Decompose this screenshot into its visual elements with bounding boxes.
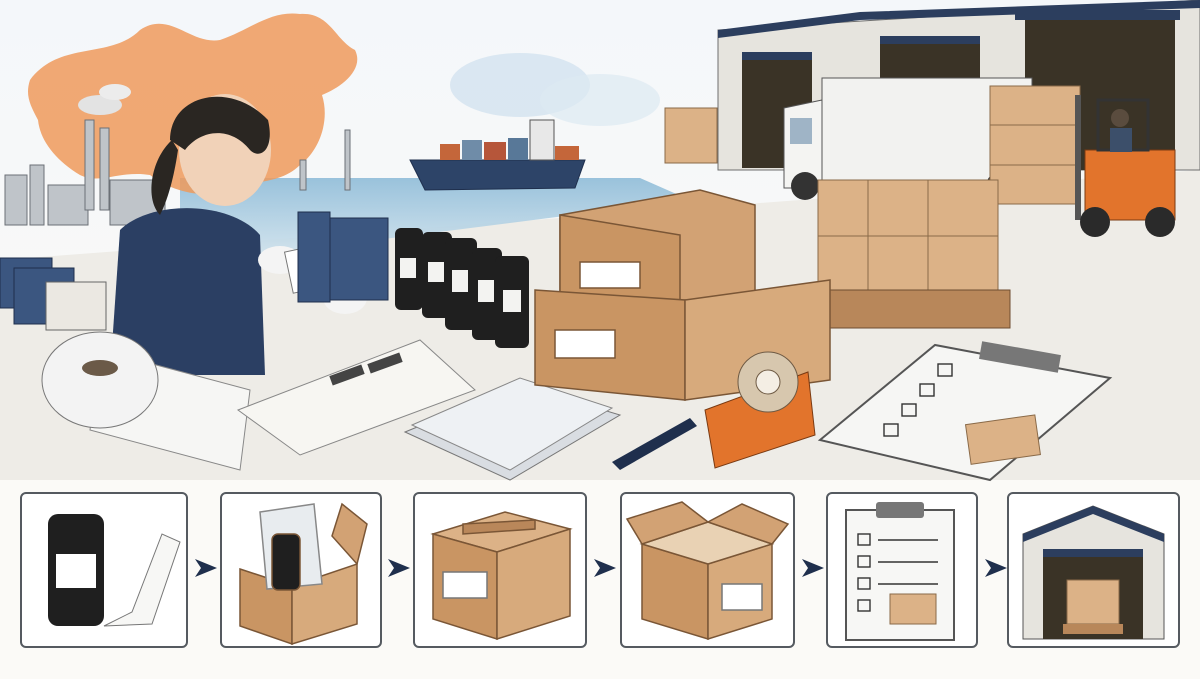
process-step-5 [826,492,978,648]
process-arrow-1 [195,559,217,577]
tape-dispenser-icon [704,351,816,469]
cardboard-box-icon [534,189,831,401]
process-step-6 [1007,492,1180,648]
process-arrow-3 [594,559,616,577]
poly-bag-icon [403,377,622,481]
process-arrow-2 [388,559,410,577]
process-step-3 [413,492,587,648]
open-carton-icon [625,501,790,641]
process-arrow-4 [802,559,824,577]
process-step-2 [220,492,382,648]
process-step-1 [20,492,188,648]
bottle-label-icon [48,514,181,627]
warehouse-delivery-icon [1022,505,1165,640]
checklist-clipboard-icon [845,502,955,641]
container-ship-icon [409,119,586,191]
forklift-icon [1075,95,1176,237]
bagged-product-in-box-icon [239,502,368,646]
clipboard-checklist-icon [817,341,1113,482]
pallet-icon [817,179,1011,329]
process-step-4 [620,492,795,648]
pen-icon [612,418,697,470]
barcode-sheet-icon [236,339,476,456]
sealed-labeled-box-icon [430,511,573,641]
label-roll-icon [41,331,251,471]
factory-icon [4,119,351,226]
process-arrow-5 [985,559,1007,577]
